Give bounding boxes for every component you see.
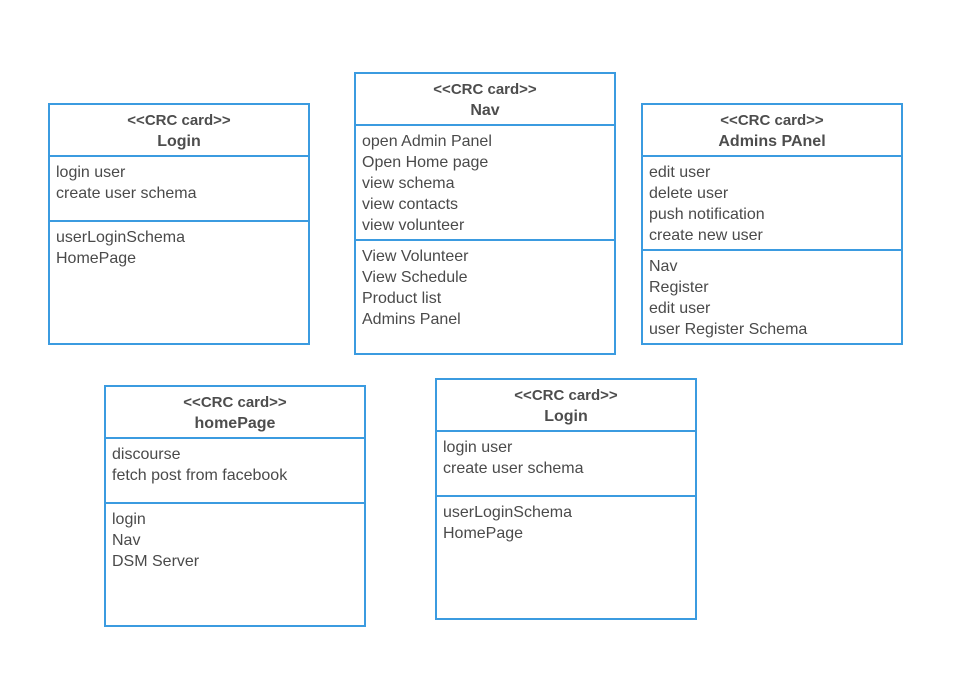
responsibilities-section: discourse fetch post from facebook xyxy=(106,439,364,504)
card-header: <<CRC card>> Login xyxy=(50,105,308,157)
collaborator-item: userLoginSchema xyxy=(56,229,185,246)
collaborator-item: HomePage xyxy=(56,250,137,267)
responsibility-item: edit user xyxy=(649,164,711,181)
collaborator-item: login xyxy=(112,511,146,528)
card-stereotype: <<CRC card>> xyxy=(127,112,231,129)
card-title: homePage xyxy=(194,415,276,432)
responsibility-item: view contacts xyxy=(362,196,459,213)
collaborator-item: user Register Schema xyxy=(649,321,808,338)
collaborators-section: View Volunteer View Schedule Product lis… xyxy=(356,241,614,330)
collaborator-item: DSM Server xyxy=(112,553,200,570)
collaborator-item: Admins Panel xyxy=(362,311,461,328)
responsibility-item: create user schema xyxy=(443,460,584,477)
collaborator-item: Product list xyxy=(362,290,442,307)
card-stereotype: <<CRC card>> xyxy=(514,387,618,404)
card-header: <<CRC card>> Admins PAnel xyxy=(643,105,901,157)
card-title: Login xyxy=(157,133,201,150)
collaborator-item: HomePage xyxy=(443,525,524,542)
responsibility-item: view schema xyxy=(362,175,455,192)
responsibility-item: push notification xyxy=(649,206,765,223)
crc-card-login: <<CRC card>> Login login user create use… xyxy=(48,103,310,345)
card-header: <<CRC card>> homePage xyxy=(106,387,364,439)
card-stereotype: <<CRC card>> xyxy=(720,112,824,129)
responsibilities-section: open Admin Panel Open Home page view sch… xyxy=(356,126,614,241)
responsibility-item: open Admin Panel xyxy=(362,133,492,150)
collaborators-section: Nav Register edit user user Register Sch… xyxy=(643,251,901,340)
responsibility-item: create new user xyxy=(649,227,763,244)
responsibility-item: view volunteer xyxy=(362,217,465,234)
collaborator-item: View Schedule xyxy=(362,269,468,286)
responsibility-item: delete user xyxy=(649,185,729,202)
card-header: <<CRC card>> Nav xyxy=(356,74,614,126)
collaborator-item: Nav xyxy=(649,258,678,275)
card-stereotype: <<CRC card>> xyxy=(433,81,537,98)
crc-card-admins-panel: <<CRC card>> Admins PAnel edit user dele… xyxy=(641,103,903,345)
collaborators-section: userLoginSchema HomePage xyxy=(437,497,695,544)
collaborator-item: userLoginSchema xyxy=(443,504,572,521)
collaborator-item: Nav xyxy=(112,532,141,549)
card-title: Login xyxy=(544,408,588,425)
crc-card-nav: <<CRC card>> Nav open Admin Panel Open H… xyxy=(354,72,616,355)
responsibilities-section: login user create user schema xyxy=(437,432,695,497)
crc-card-homepage: <<CRC card>> homePage discourse fetch po… xyxy=(104,385,366,627)
responsibility-item: login user xyxy=(443,439,513,456)
responsibility-item: login user xyxy=(56,164,126,181)
card-stereotype: <<CRC card>> xyxy=(183,394,287,411)
responsibilities-section: edit user delete user push notification … xyxy=(643,157,901,251)
collaborators-section: userLoginSchema HomePage xyxy=(50,222,308,269)
crc-card-login: <<CRC card>> Login login user create use… xyxy=(435,378,697,620)
card-title: Nav xyxy=(470,102,500,119)
card-header: <<CRC card>> Login xyxy=(437,380,695,432)
responsibility-item: create user schema xyxy=(56,185,197,202)
card-title: Admins PAnel xyxy=(718,133,826,150)
responsibilities-section: login user create user schema xyxy=(50,157,308,222)
responsibility-item: Open Home page xyxy=(362,154,489,171)
collaborators-section: login Nav DSM Server xyxy=(106,504,364,572)
collaborator-item: edit user xyxy=(649,300,711,317)
responsibility-item: fetch post from facebook xyxy=(112,467,288,484)
collaborator-item: View Volunteer xyxy=(362,248,469,265)
collaborator-item: Register xyxy=(649,279,709,296)
responsibility-item: discourse xyxy=(112,446,181,463)
